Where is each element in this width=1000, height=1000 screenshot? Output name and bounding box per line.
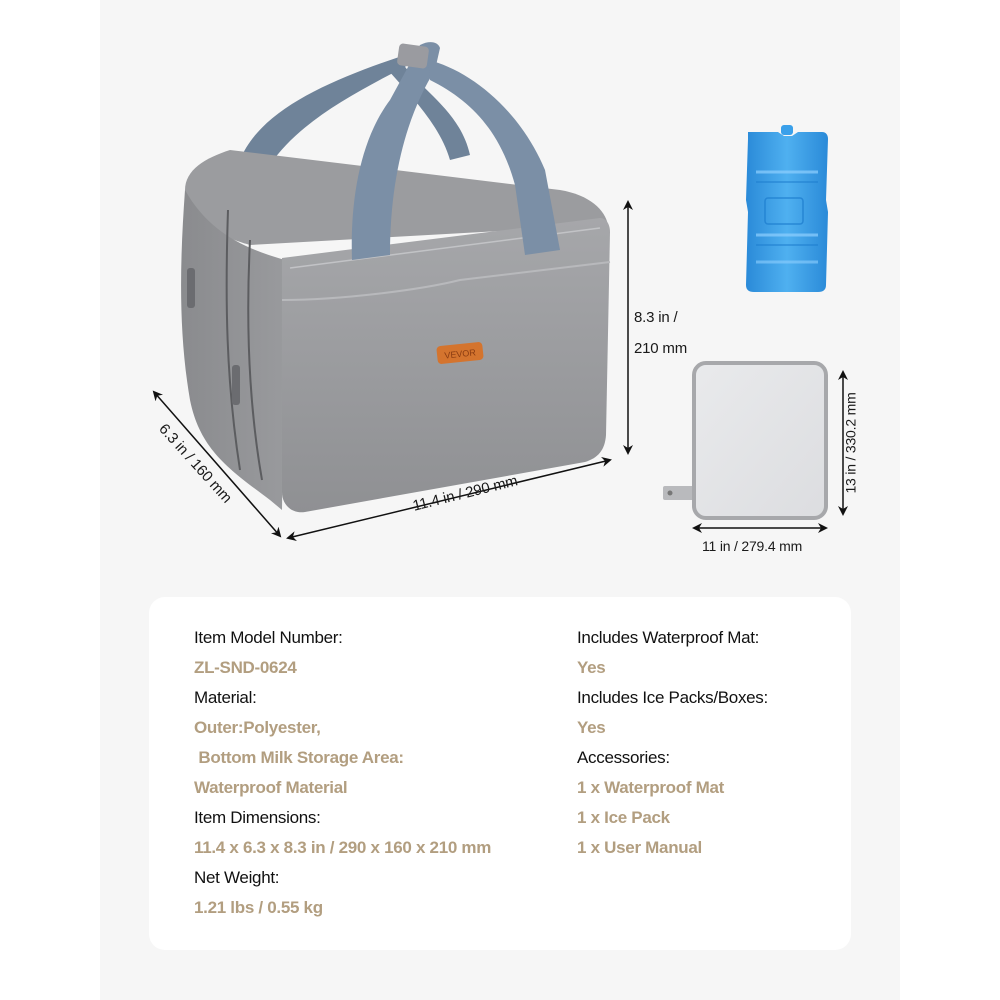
spec-label-accessories: Accessories: <box>577 748 670 767</box>
specs-left-column: Item Model Number: ZL-SND-0624 Material:… <box>194 623 491 923</box>
spec-value-material-waterproof: Waterproof Material <box>194 778 348 797</box>
spec-label-material: Material: <box>194 688 257 707</box>
spec-value-accessory-mat: 1 x Waterproof Mat <box>577 778 724 797</box>
spec-label-net-weight: Net Weight: <box>194 868 280 887</box>
width-dimension-arrow <box>286 457 612 541</box>
depth-dimension-arrow <box>152 390 282 538</box>
spec-label-model-number: Item Model Number: <box>194 628 343 647</box>
spec-value-material-bottom: Bottom Milk Storage Area: <box>194 748 404 767</box>
waterproof-mat-image <box>663 361 828 520</box>
spec-value-material-outer: Outer:Polyester, <box>194 718 321 737</box>
bag-height-label-line1: 8.3 in / <box>634 309 678 326</box>
spec-value-dimensions: 11.4 x 6.3 x 8.3 in / 290 x 160 x 210 mm <box>194 838 492 857</box>
product-illustration: VEVOR <box>152 42 848 541</box>
spec-label-dimensions: Item Dimensions: <box>194 808 321 827</box>
brand-patch <box>436 342 484 364</box>
spec-value-net-weight: 1.21 lbs / 0.55 kg <box>194 898 323 917</box>
ice-pack-image <box>746 125 828 292</box>
mat-height-label: 13 in / 330.2 mm <box>842 392 859 494</box>
spec-label-ice-packs: Includes Ice Packs/Boxes: <box>577 688 768 707</box>
spec-value-waterproof-mat: Yes <box>577 658 606 677</box>
spec-value-model-number: ZL-SND-0624 <box>194 658 297 677</box>
spec-value-accessory-ice-pack: 1 x Ice Pack <box>577 808 670 827</box>
spec-label-waterproof-mat: Includes Waterproof Mat: <box>577 628 760 647</box>
bag-height-label-line2: 210 mm <box>634 340 687 357</box>
cooler-bag-image: VEVOR <box>181 42 611 513</box>
svg-text:VEVOR: VEVOR <box>444 347 477 360</box>
specifications-card: Item Model Number: ZL-SND-0624 Material:… <box>149 597 851 950</box>
spec-value-accessory-manual: 1 x User Manual <box>577 838 702 857</box>
specs-right-column: Includes Waterproof Mat: Yes Includes Ic… <box>577 623 768 863</box>
mat-width-label: 11 in / 279.4 mm <box>702 538 803 554</box>
spec-value-ice-packs: Yes <box>577 718 606 737</box>
